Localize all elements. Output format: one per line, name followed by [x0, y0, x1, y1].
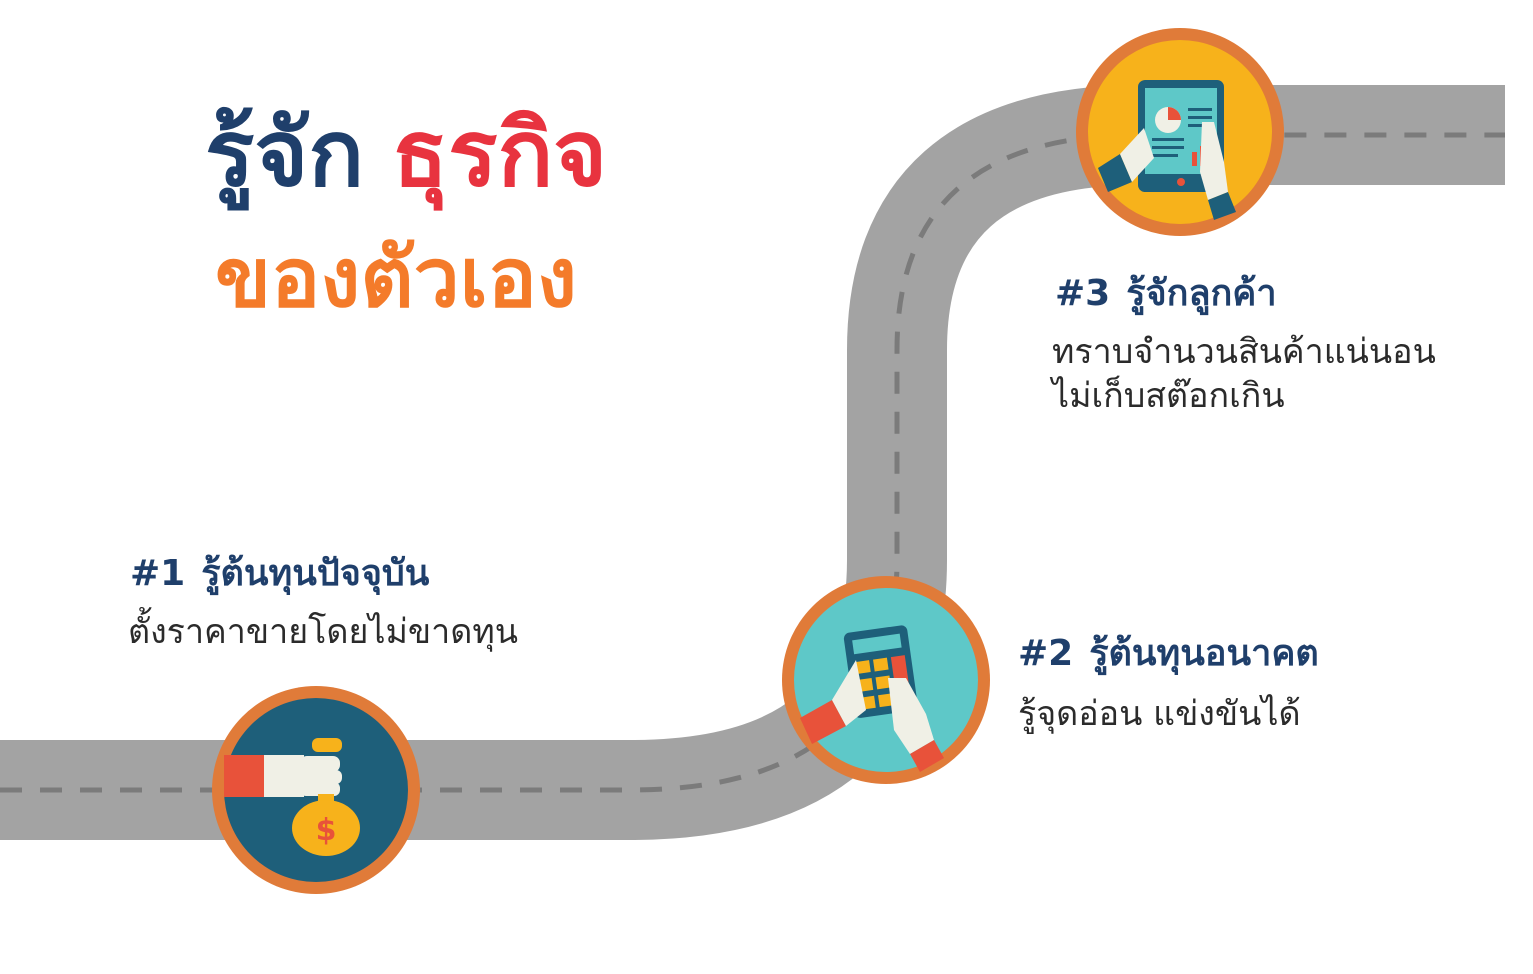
step-3-heading: #3 รู้จักลูกค้า — [1055, 276, 1277, 312]
road-center-dash — [0, 132, 1505, 793]
money-bag-icon: $ — [224, 738, 360, 856]
main-title-line-2: ของตัวเอง — [215, 231, 577, 326]
step-2-line-1: รู้จุดอ่อน แข่งขันได้ — [1018, 694, 1301, 734]
step-3-line-1: ทราบจำนวนสินค้าแน่นอน — [1052, 332, 1436, 372]
step-2-description: รู้จุดอ่อน แข่งขันได้ — [1018, 692, 1301, 736]
step-3-description: ทราบจำนวนสินค้าแน่นอน ไม่เก็บสต๊อกเกิน — [1052, 330, 1436, 418]
badge-step-3 — [1076, 28, 1284, 236]
step-1-title: รู้ต้นทุนปัจจุบัน — [201, 553, 430, 594]
step-3-line-2: ไม่เก็บสต๊อกเกิน — [1052, 376, 1285, 417]
step-2-title: รู้ต้นทุนอนาคต — [1089, 633, 1319, 674]
calculator-icon — [800, 625, 944, 772]
step-2-heading: #2 รู้ต้นทุนอนาคต — [1018, 636, 1319, 672]
title-word-2: ธุรกิจ — [392, 100, 608, 207]
tablet-chart-icon — [1098, 80, 1236, 220]
badge-step-2 — [782, 576, 990, 784]
svg-text:$: $ — [316, 813, 337, 848]
badge-step-1: $ — [212, 686, 420, 894]
step-1-heading: #1 รู้ต้นทุนปัจจุบัน — [130, 556, 429, 592]
step-3-number: #3 — [1055, 273, 1111, 314]
step-1-number: #1 — [130, 553, 186, 594]
step-1-line-1: ตั้งราคาขายโดยไม่ขาดทุน — [128, 612, 518, 652]
step-2-number: #2 — [1018, 633, 1074, 674]
title-word-1: รู้จัก — [205, 100, 365, 207]
step-1-description: ตั้งราคาขายโดยไม่ขาดทุน — [128, 610, 518, 654]
step-3-title: รู้จักลูกค้า — [1126, 273, 1277, 314]
main-title: รู้จักธุรกิจ — [205, 108, 607, 200]
